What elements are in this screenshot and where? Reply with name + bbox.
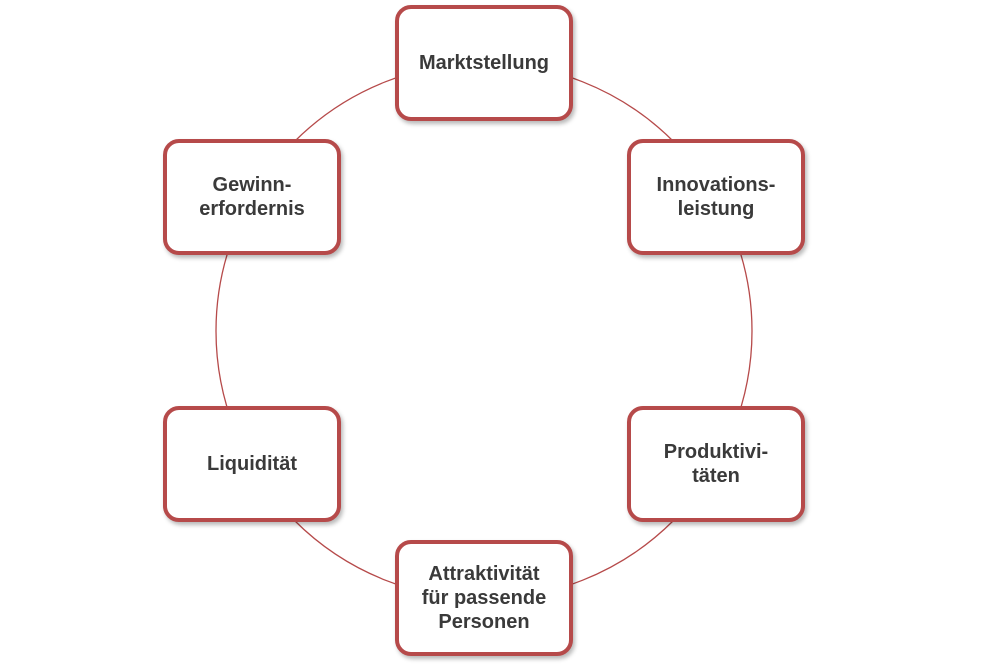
node-innovationsleistung: Innovations- leistung xyxy=(627,139,805,255)
node-attraktivitaet: Attraktivität für passende Personen xyxy=(395,540,573,656)
node-label-gewinnerfordernis: Gewinn- erfordernis xyxy=(199,174,305,220)
node-marktstellung: Marktstellung xyxy=(395,5,573,121)
node-label-attraktivitaet: Attraktivität für passende Personen xyxy=(421,563,547,633)
node-label-liquiditaet: Liquidität xyxy=(207,453,297,475)
node-label-produktivitaeten: Produktivi- täten xyxy=(663,441,769,487)
node-liquiditaet: Liquidität xyxy=(163,406,341,522)
node-label-innovationsleistung: Innovations- leistung xyxy=(656,174,776,220)
node-produktivitaeten: Produktivi- täten xyxy=(627,406,805,522)
node-label-marktstellung: Marktstellung xyxy=(418,52,550,74)
node-gewinnerfordernis: Gewinn- erfordernis xyxy=(163,139,341,255)
